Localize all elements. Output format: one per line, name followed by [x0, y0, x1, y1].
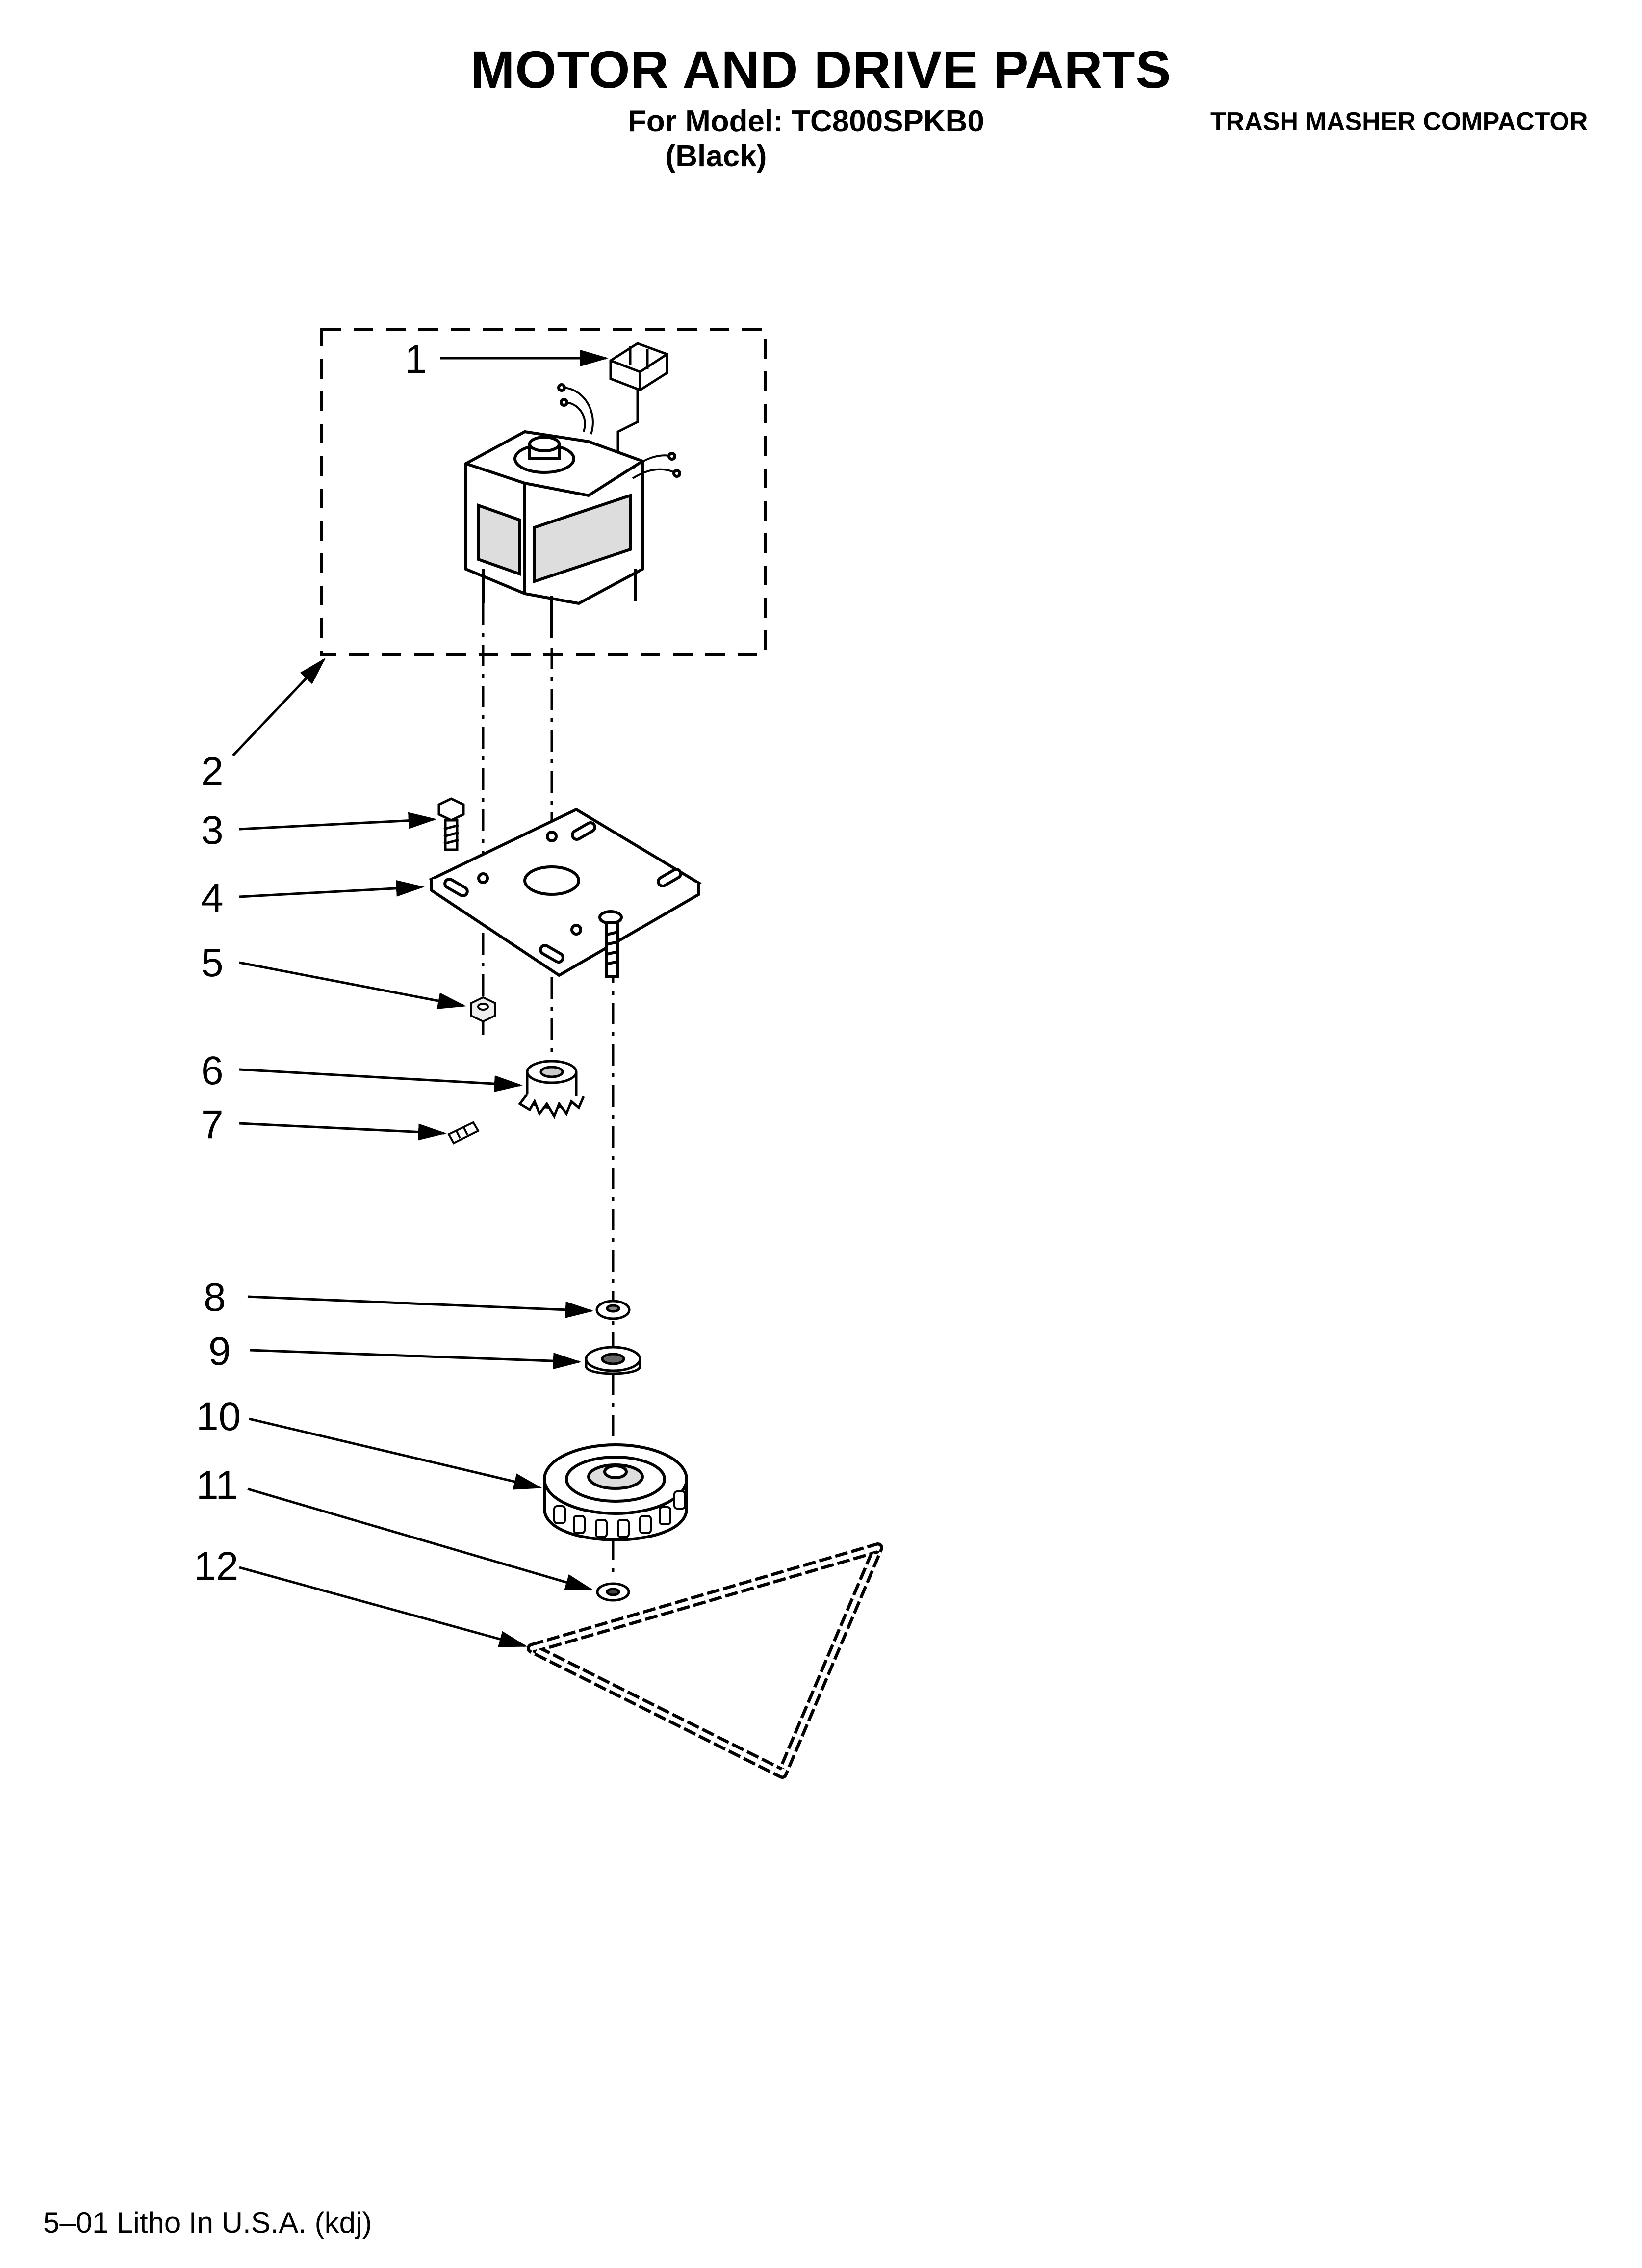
callout-10: 10 [196, 1394, 241, 1439]
model-color: (Black) [665, 139, 767, 174]
callout-12: 12 [194, 1544, 238, 1589]
callout-1: 1 [405, 337, 427, 382]
page-title: MOTOR AND DRIVE PARTS [470, 40, 1172, 99]
callout-numbers: 1 2 3 4 5 6 7 8 9 10 11 12 [194, 337, 427, 1589]
leader-12 [239, 1566, 528, 1647]
callout-11: 11 [196, 1463, 238, 1508]
drive-sprocket-part [543, 1443, 688, 1541]
callout-7: 7 [201, 1102, 224, 1147]
set-screw-part [447, 1121, 480, 1145]
mounting-plate-part [428, 808, 702, 978]
bearing-part [585, 1346, 641, 1375]
leader-9 [250, 1349, 582, 1370]
callout-6: 6 [201, 1048, 224, 1093]
washer-part [595, 1300, 631, 1320]
motor-assembly-box [320, 328, 767, 656]
leader-6 [239, 1068, 523, 1093]
motor-part [464, 383, 681, 638]
leader-5 [239, 961, 466, 1009]
litho-footer: 5–01 Litho In U.S.A. (kdj) [43, 2206, 372, 2239]
callout-5: 5 [201, 940, 224, 985]
callout-2: 2 [201, 749, 224, 794]
leader-3 [239, 812, 437, 831]
pinion-gear-part [518, 1060, 585, 1119]
chain-part [527, 1542, 883, 1779]
callout-3: 3 [201, 808, 224, 853]
leader-4 [239, 880, 425, 898]
callout-8: 8 [204, 1275, 226, 1320]
nut-part [470, 996, 496, 1023]
leader-7 [239, 1122, 447, 1141]
retaining-clip-part [596, 1582, 630, 1602]
leader-2 [232, 657, 326, 756]
callout-9: 9 [208, 1329, 231, 1374]
leader-11 [247, 1487, 594, 1591]
motor-protector-part [609, 342, 668, 456]
leader-10 [249, 1417, 542, 1490]
callout-4: 4 [201, 876, 224, 920]
callout-leaders [232, 350, 609, 1647]
leader-8 [247, 1295, 594, 1318]
screw-part [437, 797, 465, 851]
product-name: TRASH MASHER COMPACTOR [1210, 107, 1588, 136]
